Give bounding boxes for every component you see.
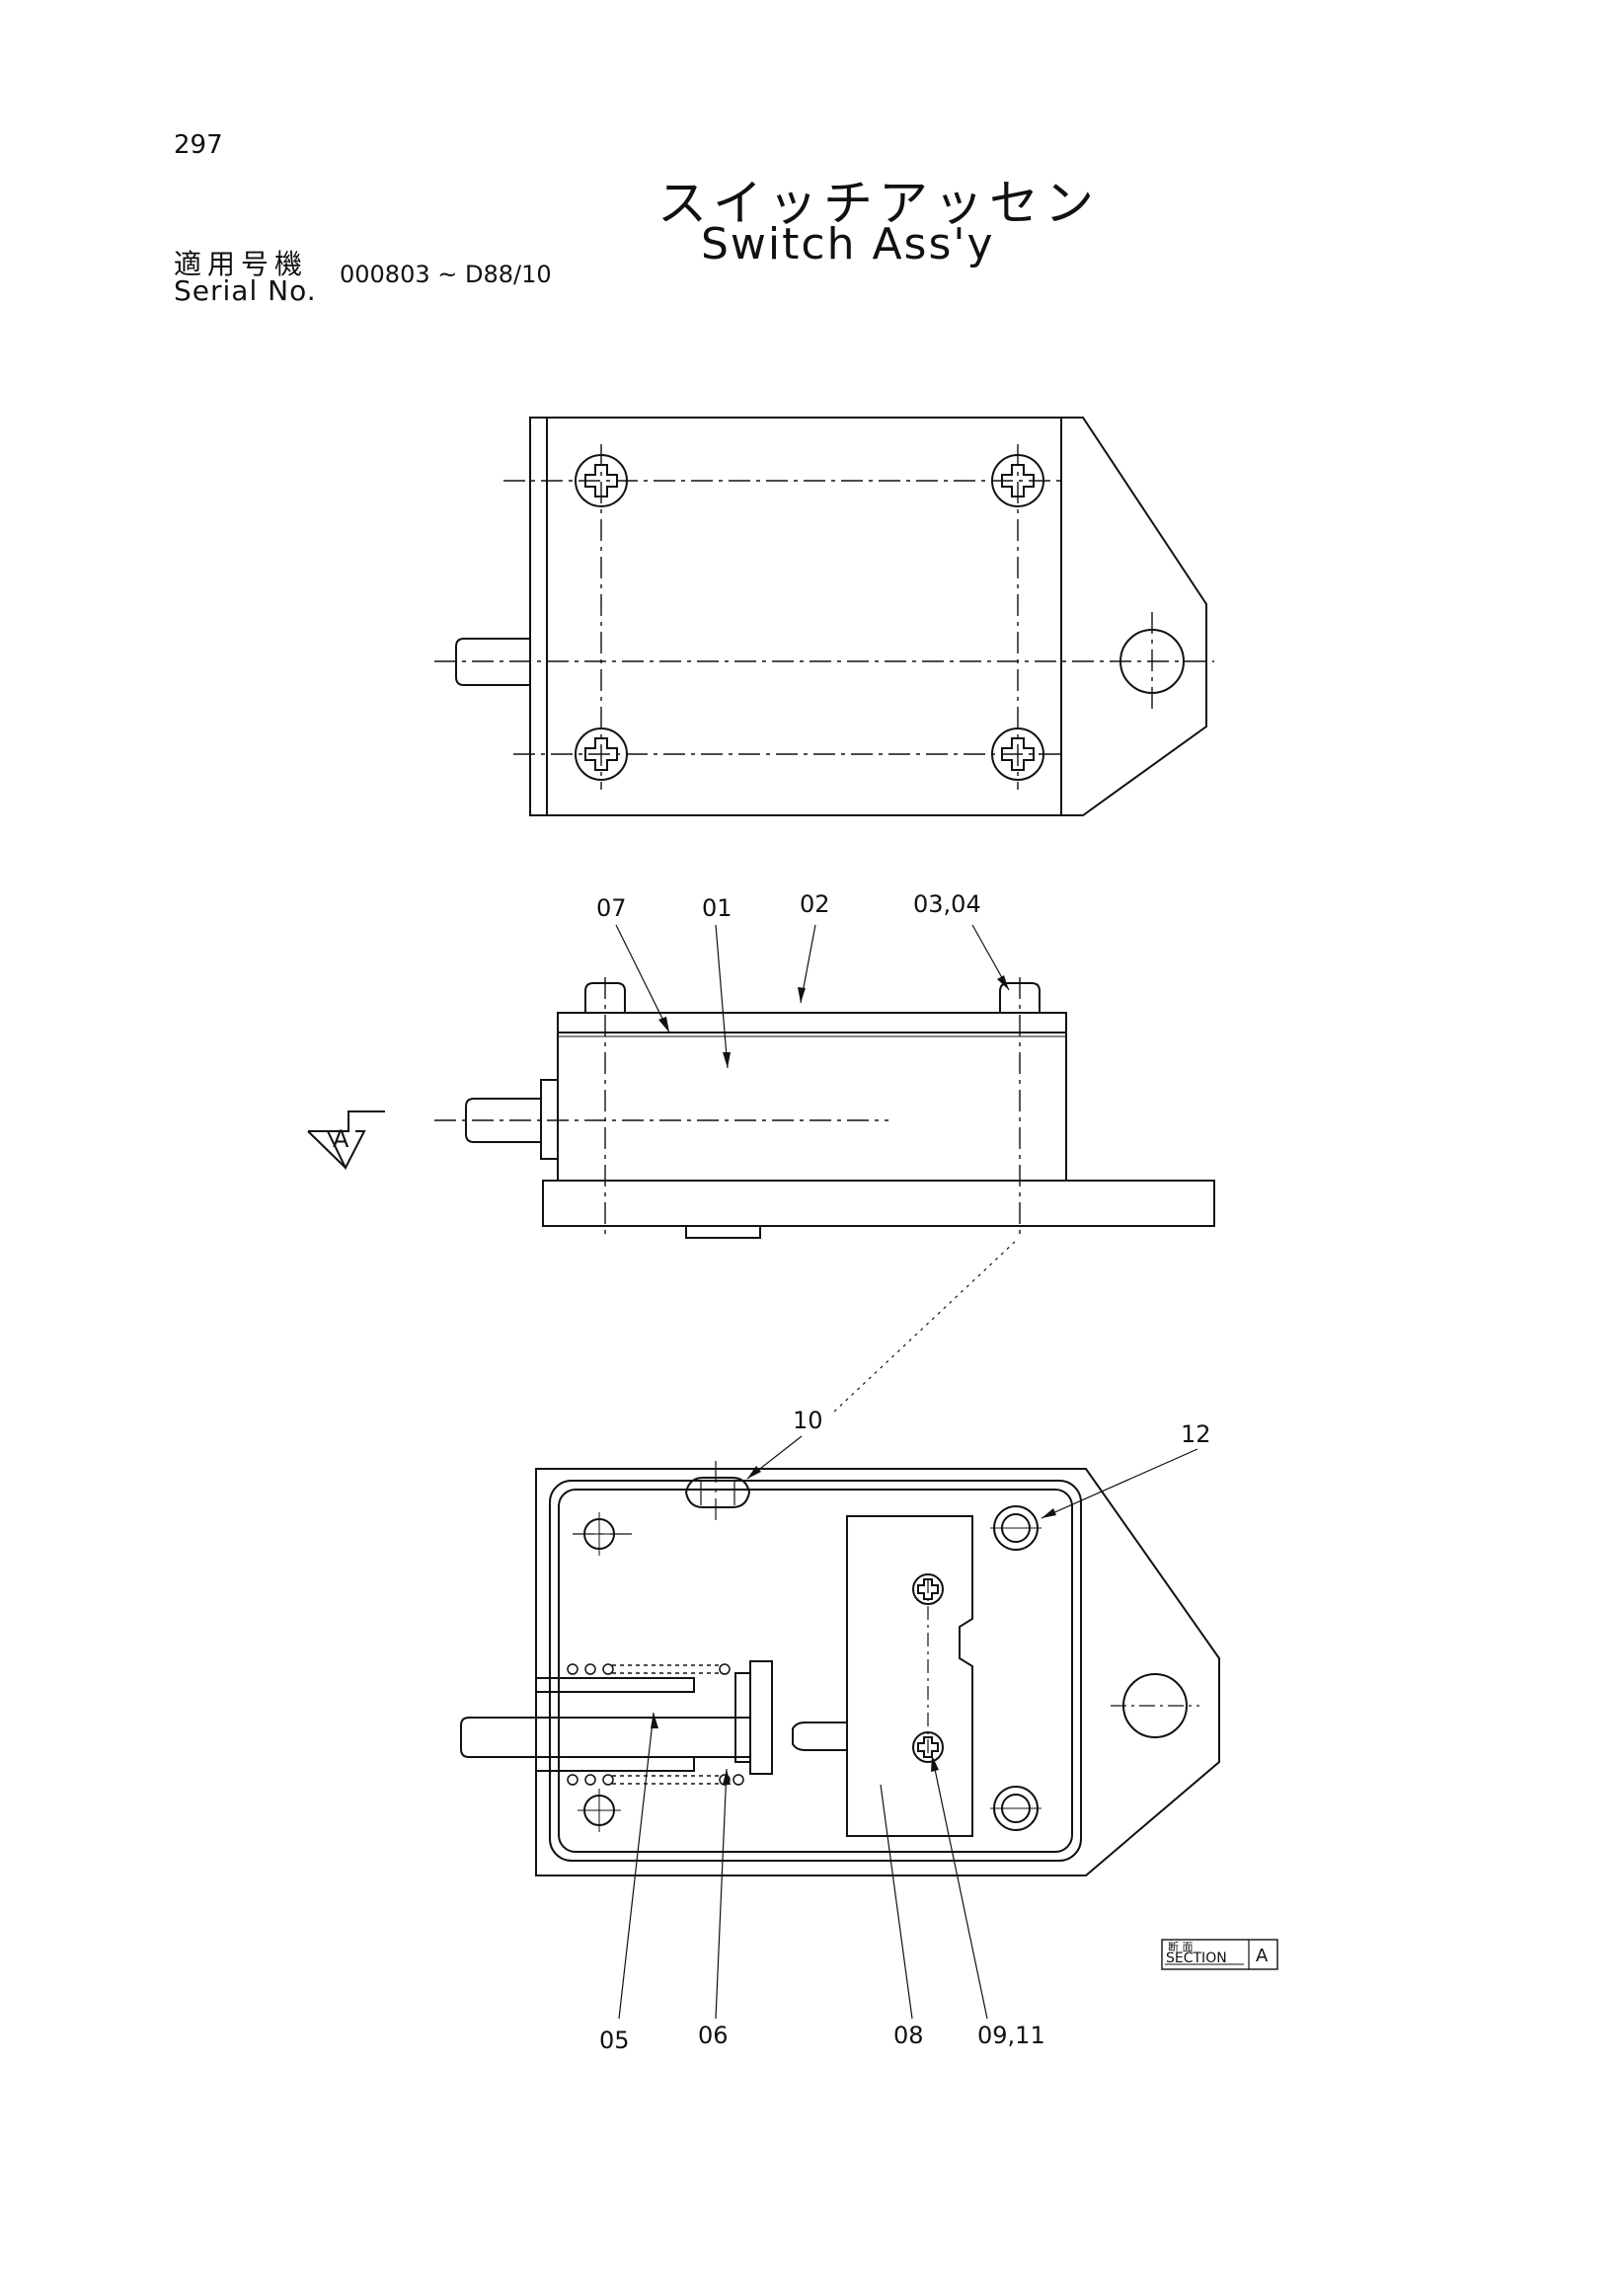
section-inner-wall [549, 1480, 1082, 1862]
section-centerlines [573, 1461, 717, 1535]
serial-label-japanese: 適用号機 [174, 248, 309, 280]
projection-line [833, 1241, 1016, 1413]
callout-01: 01 [702, 894, 733, 922]
side-view-switch-body [557, 1012, 1067, 1182]
callout-07: 07 [596, 894, 627, 922]
serial-label-english: Serial No. [174, 274, 317, 307]
actuator-pin [792, 1722, 847, 1751]
callout-03-04: 03,04 [913, 890, 981, 918]
mounting-hole-icon [578, 1789, 621, 1832]
section-view [460, 1461, 1220, 1876]
section-inner-wall-2 [558, 1489, 1073, 1853]
section-tag-letter: A [1256, 1946, 1269, 1966]
screw-head-icon [575, 727, 628, 781]
mounting-hole-icon [990, 1505, 1041, 1551]
serial-range: 000803 ~ D88/10 [340, 261, 552, 288]
plunger-sleeve-lower [535, 1756, 695, 1772]
side-view-bottom-boss [685, 1225, 761, 1239]
side-view-plunger-housing [540, 1079, 559, 1160]
title-english: Switch Ass'y [701, 219, 995, 269]
callout-10: 10 [793, 1407, 823, 1434]
section-tag-english: SECTION [1166, 1951, 1227, 1966]
callout-08: 08 [893, 2022, 924, 2049]
top-view [434, 417, 1214, 816]
callout-09-11: 09,11 [977, 2022, 1045, 2049]
callout-12: 12 [1181, 1420, 1211, 1448]
screw-head-icon [912, 1573, 944, 1605]
top-view-body [529, 417, 1207, 816]
view-arrow-a-icon [307, 1110, 385, 1171]
plunger-shaft [460, 1717, 750, 1758]
leader-lines [615, 924, 1198, 2020]
callout-05: 05 [599, 2027, 630, 2054]
top-view-centerlines [434, 444, 1214, 790]
section-tag-japanese: 断 面 [1168, 1940, 1194, 1953]
side-view: A [307, 977, 1215, 1239]
screw-head-icon [575, 454, 628, 507]
mounting-hole-icon [990, 1786, 1041, 1831]
plunger-sleeve [535, 1677, 695, 1693]
screw-head-icon [991, 727, 1044, 781]
plunger-collar [734, 1672, 751, 1763]
page-number: 297 [174, 130, 223, 160]
leader-arrowheads [651, 975, 1056, 1785]
seal-ring [684, 1477, 751, 1508]
section-tag: 断 面 SECTION A [1161, 1939, 1278, 1970]
plunger-flange [749, 1660, 773, 1775]
view-arrow-label: A [333, 1125, 349, 1153]
microswitch-block [846, 1515, 973, 1837]
spring-coil-icon [567, 1663, 744, 1786]
side-view-centerlines [434, 977, 1021, 1234]
screw-head-icon [991, 454, 1044, 507]
mounting-hole-icon [1119, 629, 1185, 694]
side-view-base-plate [542, 1180, 1215, 1227]
callout-02: 02 [800, 890, 830, 918]
section-outer-housing [535, 1468, 1220, 1876]
callout-06: 06 [698, 2022, 729, 2049]
title-japanese: スイッチアッセン [657, 175, 1100, 232]
